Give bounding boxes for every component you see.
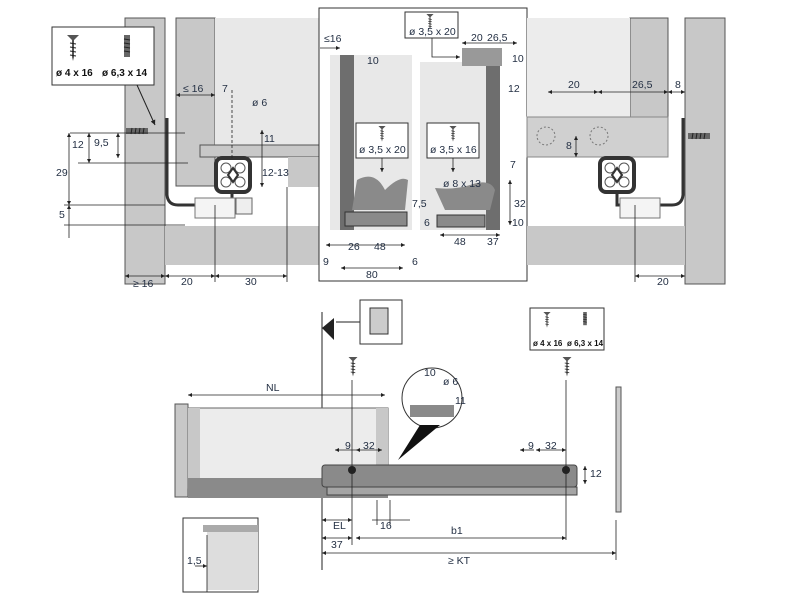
- dim-label: 48: [454, 236, 466, 248]
- dim-label: 10: [512, 217, 524, 229]
- dim-label: 26: [348, 241, 360, 253]
- dim-label: 10: [424, 367, 436, 379]
- dim-label: ø 6: [252, 97, 268, 109]
- dim-label: ø 6: [443, 376, 459, 388]
- section-front-fixing: [318, 7, 528, 282]
- dim-label: 10: [512, 53, 524, 65]
- screw-spec-label: ø 3,5 x 20: [409, 26, 456, 38]
- dim-label: 12-13: [262, 167, 289, 179]
- dim-label: 8: [566, 140, 572, 152]
- dim-label: ≤16: [324, 33, 342, 45]
- dim-label: 9: [345, 440, 351, 452]
- dim-label: 26,5: [487, 32, 508, 44]
- dim-label: 12: [72, 139, 84, 151]
- dim-label: 9: [528, 440, 534, 452]
- dim-label: 32: [363, 440, 375, 452]
- dim-label: ≤ 16: [183, 83, 204, 95]
- dim-label: NL: [266, 382, 280, 394]
- dim-label: 26,5: [632, 79, 653, 91]
- dim-label: 7: [222, 83, 228, 95]
- dim-label: 32: [514, 198, 526, 210]
- dim-label: 8: [675, 79, 681, 91]
- section-right-side-view: [526, 17, 726, 285]
- dim-label: 80: [366, 269, 378, 281]
- dim-label: 9: [323, 256, 329, 268]
- dim-label: 37: [331, 539, 343, 551]
- dim-label: 5: [59, 209, 65, 221]
- screw-spec-label: ø 3,5 x 20: [359, 144, 406, 156]
- dim-label: 29: [56, 167, 68, 179]
- dim-label: 6: [424, 217, 430, 229]
- screw-spec-label: ø 3,5 x 16: [430, 144, 477, 156]
- dim-label: 7,5: [412, 198, 427, 210]
- dim-label: 37: [487, 236, 499, 248]
- section-side-elevation: [174, 299, 622, 593]
- screw-spec-label: ø 6,3 x 14: [567, 339, 604, 348]
- dim-label: 16: [380, 520, 392, 532]
- dim-label: 20: [181, 276, 193, 288]
- dim-label: 11: [264, 133, 275, 145]
- screw-spec-label: ø 4 x 16: [56, 68, 93, 79]
- dim-label: EL: [333, 520, 346, 532]
- dim-label: 20: [657, 276, 669, 288]
- dim-label: 12: [590, 468, 602, 480]
- dim-label: 7: [510, 159, 516, 171]
- dim-label: 10: [367, 55, 379, 67]
- dim-label: ≥ 16: [133, 278, 154, 290]
- dim-label: 20: [568, 79, 580, 91]
- dim-label: 32: [545, 440, 557, 452]
- dim-label: 20: [471, 32, 483, 44]
- dim-label: 6: [412, 256, 418, 268]
- dim-label: 1,5: [187, 555, 202, 567]
- screw-spec-label: ø 6,3 x 14: [102, 68, 148, 79]
- section-left-side-view: [51, 17, 321, 285]
- dim-label: 30: [245, 276, 257, 288]
- dim-label: 12: [508, 83, 520, 95]
- dim-label: 9,5: [94, 137, 109, 149]
- dim-label: 11: [455, 395, 466, 407]
- dim-label: 48: [374, 241, 386, 253]
- dim-label: ø 8 x 13: [443, 178, 481, 190]
- dim-label: ≥ KT: [448, 555, 471, 567]
- dim-label: b1: [451, 525, 463, 537]
- screw-spec-label: ø 4 x 16: [533, 339, 563, 348]
